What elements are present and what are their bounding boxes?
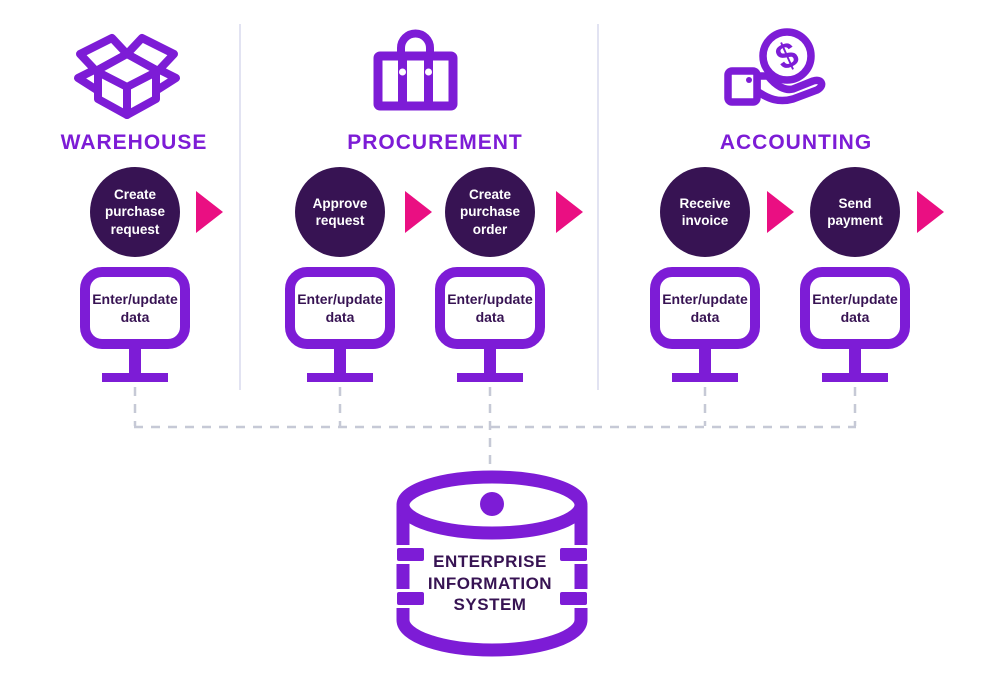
briefcase-icon: [373, 29, 458, 111]
workstation-monitor: Enter/update data: [435, 267, 545, 383]
step-label: Approve request: [312, 195, 368, 228]
step-create-purchase-order: Create purchase order: [445, 167, 535, 257]
monitor-label: Enter/update data: [662, 290, 748, 325]
section-label-accounting: ACCOUNTING: [719, 131, 873, 154]
flow-arrow-icon: [196, 191, 223, 233]
monitor-base: [102, 373, 168, 382]
monitor-screen: Enter/update data: [285, 267, 395, 349]
monitor-base: [822, 373, 888, 382]
hand-coin-icon: $: [724, 28, 826, 106]
flow-arrow-icon: [405, 191, 432, 233]
workstation-monitor: Enter/update data: [285, 267, 395, 383]
step-create-purchase-request: Create purchase request: [90, 167, 180, 257]
step-approve-request: Approve request: [295, 167, 385, 257]
monitor-base: [457, 373, 523, 382]
section-label-warehouse: WAREHOUSE: [60, 131, 208, 154]
monitor-stand: [334, 347, 346, 375]
flow-arrow-icon: [917, 191, 944, 233]
monitor-base: [307, 373, 373, 382]
flow-arrow-icon: [767, 191, 794, 233]
step-label: Create purchase request: [104, 187, 166, 237]
step-label: Receive invoice: [679, 195, 731, 228]
monitor-screen: Enter/update data: [80, 267, 190, 349]
monitor-screen: Enter/update data: [800, 267, 910, 349]
step-send-payment: Send payment: [810, 167, 900, 257]
step-label: Send payment: [827, 195, 883, 228]
workstation-monitor: Enter/update data: [650, 267, 760, 383]
monitor-label: Enter/update data: [92, 290, 178, 325]
monitor-stand: [484, 347, 496, 375]
database-label: ENTERPRISE INFORMATION SYSTEM: [427, 552, 553, 615]
section-divider: [597, 24, 599, 390]
workstation-monitor: Enter/update data: [800, 267, 910, 383]
step-label: Create purchase order: [459, 187, 521, 237]
monitor-base: [672, 373, 738, 382]
database-icon: [388, 470, 596, 657]
section-divider: [239, 24, 241, 390]
monitor-label: Enter/update data: [812, 290, 898, 325]
open-box-icon: [74, 34, 180, 119]
monitor-label: Enter/update data: [297, 290, 383, 325]
monitor-screen: Enter/update data: [650, 267, 760, 349]
section-label-procurement: PROCUREMENT: [347, 131, 523, 154]
monitor-stand: [699, 347, 711, 375]
monitor-stand: [849, 347, 861, 375]
flow-arrow-icon: [556, 191, 583, 233]
monitor-screen: Enter/update data: [435, 267, 545, 349]
monitor-label: Enter/update data: [447, 290, 533, 325]
step-receive-invoice: Receive invoice: [660, 167, 750, 257]
workstation-monitor: Enter/update data: [80, 267, 190, 383]
monitor-stand: [129, 347, 141, 375]
